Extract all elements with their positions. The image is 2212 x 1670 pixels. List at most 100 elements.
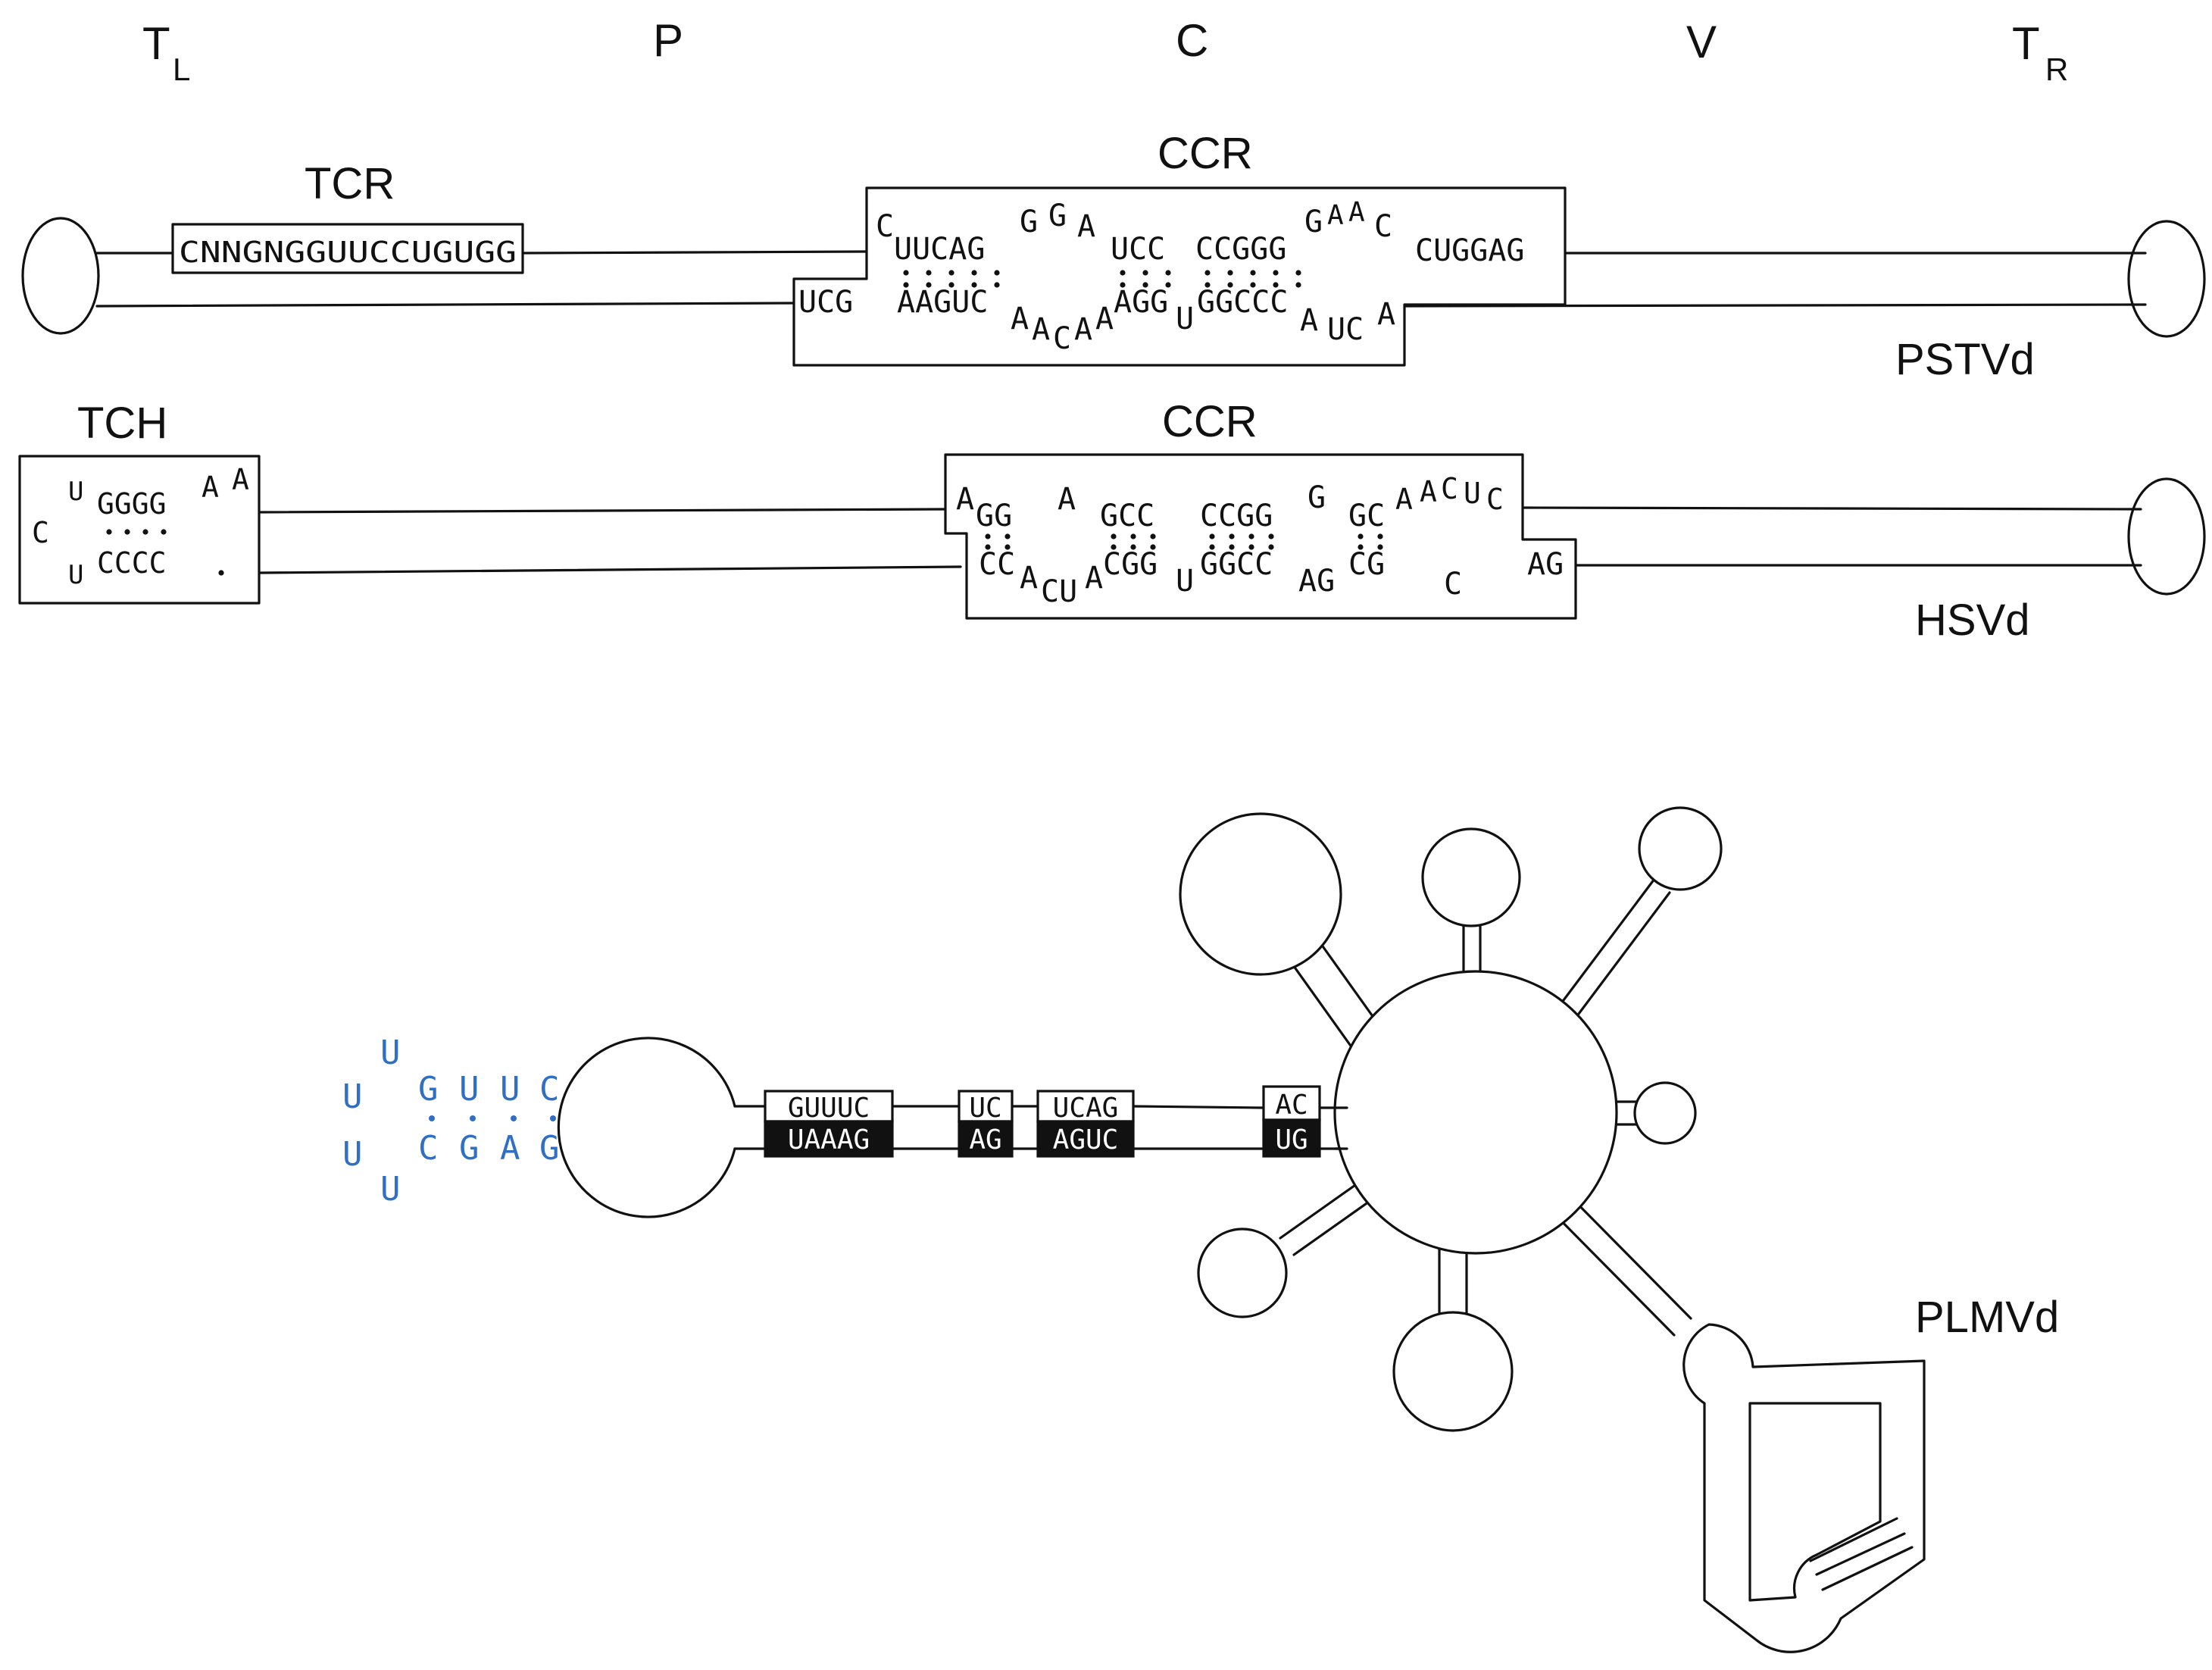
pstvd-ccr-box <box>792 186 1567 367</box>
plmvd-loop-top-right <box>1638 806 1723 891</box>
hsvd-top-a4: A <box>1420 475 1437 508</box>
domain-header: T L P C V T R <box>142 15 2068 87</box>
hsvd-structure: TCH U GGGG A A C U CCCC CCR A GG A GCC C… <box>18 397 2206 645</box>
pstvd-bottom-a5: A <box>1032 312 1050 347</box>
hsvd-bottom-ag2: AG <box>1527 547 1564 582</box>
plmvd-hairpin-g3: G <box>539 1129 560 1168</box>
pstvd-top-g1: G <box>1020 205 1038 239</box>
plmvd-pseudoknot-inner <box>1748 1402 1882 1602</box>
hsvd-right-loop <box>2127 477 2206 596</box>
hsvd-top-gg: GG <box>976 499 1012 533</box>
hsvd-bottom-cg: CG <box>1348 547 1385 582</box>
hsvd-top-u: U <box>1464 477 1481 510</box>
hsvd-bottom-ggcc: GGCC <box>1200 547 1273 582</box>
hsvd-top-a2: A <box>1058 482 1076 517</box>
hsvd-top-c2: C <box>1486 483 1504 516</box>
plmvd-loop-bottom-mid <box>1392 1311 1514 1432</box>
plmvd-stem-box-4: AC UG <box>1262 1085 1321 1158</box>
domain-c-label: C <box>1176 15 1208 66</box>
hsvd-tch-c1: C <box>32 516 49 549</box>
hsvd-tch-u2: U <box>68 560 83 590</box>
pstvd-top-a3: A <box>1348 197 1365 228</box>
pstvd-top-c: C <box>876 209 894 244</box>
pstvd-tcr-label: TCR <box>305 159 395 208</box>
pstvd-bottom-u1: U <box>1176 302 1194 336</box>
hsvd-top-a3: A <box>1395 483 1413 516</box>
plmvd-left-loop <box>557 1037 736 1218</box>
pstvd-top-a2: A <box>1327 200 1344 231</box>
plmvd-box-1-bottom: UAAAG <box>788 1124 870 1156</box>
pstvd-top-g2: G <box>1048 199 1067 233</box>
hsvd-bottom-c3: C <box>1444 567 1462 602</box>
plmvd-hairpin-g2: G <box>459 1129 480 1168</box>
plmvd-box-4-bottom: UG <box>1275 1124 1308 1156</box>
plmvd-central-loop <box>1333 970 1618 1255</box>
plmvd-name: PLMVd <box>1915 1293 2059 1342</box>
pstvd-bottom-a9: A <box>1377 297 1395 332</box>
hsvd-tch-box <box>18 455 261 605</box>
plmvd-hairpin-u2: U <box>342 1077 363 1116</box>
domain-tr-label: T <box>2012 18 2040 69</box>
hsvd-top-a1: A <box>956 482 974 517</box>
plmvd-upper-strand <box>733 1105 1348 1109</box>
plmvd-stem-box-2: UC AG <box>958 1090 1014 1158</box>
pstvd-top-cuggag: CUGGAG <box>1415 233 1525 268</box>
hsvd-bottom-cc: CC <box>979 547 1015 582</box>
pstvd-top-a1: A <box>1077 209 1095 244</box>
plmvd-hairpin: U U U U G U U C C G A G <box>342 1034 560 1209</box>
hsvd-tch-a2: A <box>232 463 249 496</box>
pstvd-top-g3: G <box>1304 205 1323 239</box>
plmvd-pseudoknot <box>1682 1323 1926 1653</box>
hsvd-top-c: C <box>1441 472 1458 505</box>
plmvd-hairpin-u3: U <box>342 1135 363 1174</box>
plmvd-hairpin-c2: C <box>418 1129 439 1168</box>
plmvd-hairpin-a: A <box>500 1129 520 1168</box>
pstvd-structure: TCR CNNGNGGUUCCUGUGG CCR C UUCAG G G A U… <box>21 129 2206 384</box>
plmvd-hairpin-u6: U <box>500 1070 520 1109</box>
pstvd-pair-dots <box>903 270 1301 288</box>
hsvd-tch-label: TCH <box>77 399 167 448</box>
pstvd-top-c2: C <box>1374 209 1392 244</box>
pstvd-ccr-label: CCR <box>1158 129 1253 178</box>
plmvd-multibranch <box>1179 806 1723 1432</box>
plmvd-hairpin-c: C <box>539 1070 560 1109</box>
hsvd-upper-strand <box>258 506 2142 514</box>
pstvd-left-loop <box>21 217 100 335</box>
hsvd-pair-dots <box>985 533 1383 550</box>
pstvd-bottom-ucg: UCG <box>798 285 853 320</box>
plmvd-stem-box-3: UCAG AGUC <box>1036 1090 1135 1158</box>
plmvd-loop-bottom-left <box>1197 1227 1288 1318</box>
domain-v-label: V <box>1686 17 1717 67</box>
hsvd-name: HSVd <box>1915 596 2030 645</box>
plmvd-arm-top-right <box>1544 877 1671 1040</box>
plmvd-box-4-top: AC <box>1275 1090 1308 1121</box>
pstvd-bottom-agg: AGG <box>1114 285 1168 320</box>
hsvd-tch-gggg: GGGG <box>97 487 167 521</box>
hsvd-top-ccgg: CCGG <box>1200 499 1273 533</box>
pstvd-upper-strand <box>95 250 2147 255</box>
pstvd-bottom-aaguc: AAGUC <box>897 285 988 320</box>
hsvd-bottom-cgg: CGG <box>1103 547 1158 582</box>
pstvd-bottom-c3: C <box>1053 321 1071 356</box>
plmvd-loop-right <box>1633 1081 1697 1145</box>
hsvd-lower-strand <box>258 564 2142 574</box>
plmvd-box-3-top: UCAG <box>1053 1093 1119 1124</box>
hsvd-bottom-cu: CU <box>1041 574 1077 609</box>
plmvd-hairpin-u5: U <box>459 1070 480 1109</box>
pstvd-name: PSTVd <box>1895 335 2035 384</box>
hsvd-ccr-box <box>944 453 1577 620</box>
plmvd-stem-box-1: GUUUC UAAAG <box>764 1090 894 1158</box>
plmvd-box-2-top: UC <box>969 1093 1001 1124</box>
hsvd-top-gcc: GCC <box>1100 499 1154 533</box>
plmvd-hairpin-g: G <box>418 1070 439 1109</box>
hsvd-bottom-ag1: AG <box>1298 564 1335 599</box>
pstvd-tcr-box <box>171 223 524 274</box>
domain-tr-subscript: R <box>2045 52 2068 87</box>
hsvd-bottom-u2: U <box>1176 564 1194 599</box>
pstvd-lower-strand <box>95 302 2147 308</box>
pstvd-tcr-sequence: CNNGNGGUUCCUGUGG <box>179 236 517 269</box>
pstvd-bottom-a4: A <box>1011 302 1029 336</box>
pstvd-bottom-uc: UC <box>1327 312 1364 347</box>
domain-p-label: P <box>653 15 683 66</box>
